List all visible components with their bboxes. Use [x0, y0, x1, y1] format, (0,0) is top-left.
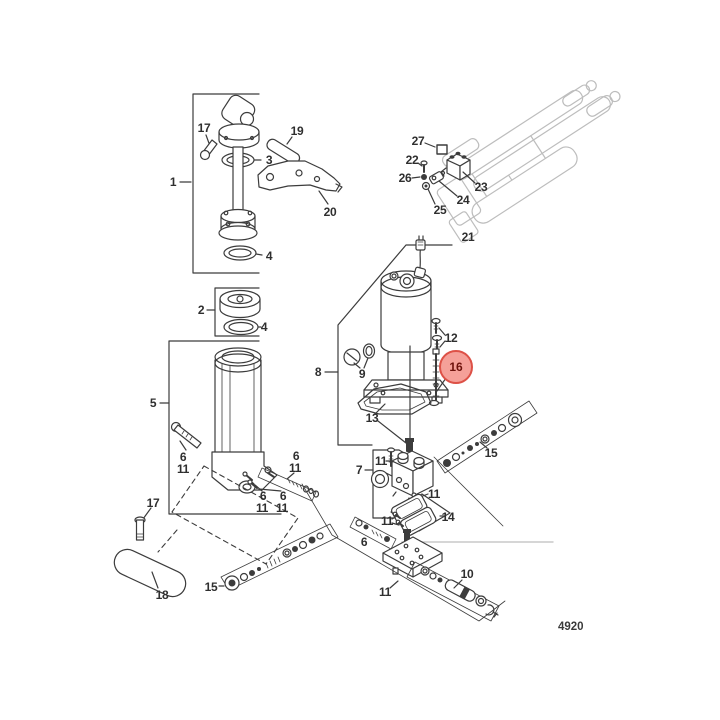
group-outline-lines	[301, 456, 506, 622]
pin-17-top	[199, 134, 218, 161]
callout-15[interactable]: 15	[484, 446, 498, 460]
pump-group-21	[324, 235, 554, 543]
nut-26	[411, 174, 427, 180]
callout-2[interactable]: 2	[197, 303, 205, 317]
callout-11[interactable]: 11	[374, 454, 388, 468]
callout-1[interactable]: 1	[169, 175, 177, 189]
callout-18[interactable]: 18	[155, 588, 169, 602]
drawing-number: 4920	[558, 621, 584, 633]
callout-15[interactable]: 15	[204, 580, 218, 594]
callout-3[interactable]: 3	[265, 153, 273, 167]
callout-6[interactable]: 6	[259, 489, 267, 503]
valve-kit-10	[406, 561, 500, 622]
callout-19[interactable]: 19	[290, 124, 304, 138]
bracket-24	[428, 171, 458, 197]
callout-17[interactable]: 17	[146, 496, 160, 510]
callout-8[interactable]: 8	[314, 365, 322, 379]
callout-21[interactable]: 21	[461, 230, 475, 244]
callout-11[interactable]: 11	[427, 487, 441, 501]
callout-11[interactable]: 11	[380, 514, 394, 528]
washer-25	[421, 181, 436, 205]
callout-11[interactable]: 11	[378, 585, 392, 599]
callout-6[interactable]: 6	[292, 449, 300, 463]
callout-20[interactable]: 20	[323, 205, 337, 219]
callout-4[interactable]: 4	[265, 249, 273, 263]
screw-22	[417, 160, 428, 173]
valve-kit-15-lower	[218, 523, 339, 591]
callout-23[interactable]: 23	[474, 180, 488, 194]
callout-6[interactable]: 6	[179, 450, 187, 464]
roller-18	[113, 548, 187, 598]
callout-11[interactable]: 11	[275, 501, 289, 515]
group-reservoir-5	[159, 340, 320, 515]
callout-13[interactable]: 13	[365, 411, 379, 425]
pin-17-bottom	[134, 507, 152, 541]
callout-11[interactable]: 11	[288, 461, 302, 475]
callout-5[interactable]: 5	[149, 396, 157, 410]
solenoid-23	[440, 151, 476, 184]
valve-body-7	[364, 447, 451, 544]
callout-6[interactable]: 6	[279, 489, 287, 503]
callout-17[interactable]: 17	[197, 121, 211, 135]
callout-26[interactable]: 26	[398, 171, 412, 185]
callout-25[interactable]: 25	[433, 203, 447, 217]
manifold-plate	[382, 536, 443, 589]
seal-kit-6	[349, 516, 397, 550]
valve-kit-15-upper	[436, 400, 538, 474]
group-cap-2	[206, 287, 262, 337]
callout-4[interactable]: 4	[260, 320, 268, 334]
callout-12[interactable]: 12	[444, 331, 458, 345]
callout-9[interactable]: 9	[358, 367, 366, 381]
transom-assembly-ghost	[436, 80, 621, 243]
highlight-badge[interactable]: 16	[439, 350, 473, 384]
callout-11[interactable]: 11	[176, 462, 190, 476]
callout-10[interactable]: 10	[460, 567, 474, 581]
callout-14[interactable]: 14	[441, 510, 455, 524]
callout-24[interactable]: 24	[456, 193, 470, 207]
bracket-20	[257, 160, 343, 205]
callout-6[interactable]: 6	[360, 535, 368, 549]
trim-cylinder-assembly	[218, 94, 263, 261]
callout-22[interactable]: 22	[405, 153, 419, 167]
callout-7[interactable]: 7	[355, 463, 363, 477]
group-bracket-1	[179, 93, 260, 274]
callout-11[interactable]: 11	[255, 501, 269, 515]
callout-27[interactable]: 27	[411, 134, 425, 148]
square-27	[424, 142, 448, 155]
